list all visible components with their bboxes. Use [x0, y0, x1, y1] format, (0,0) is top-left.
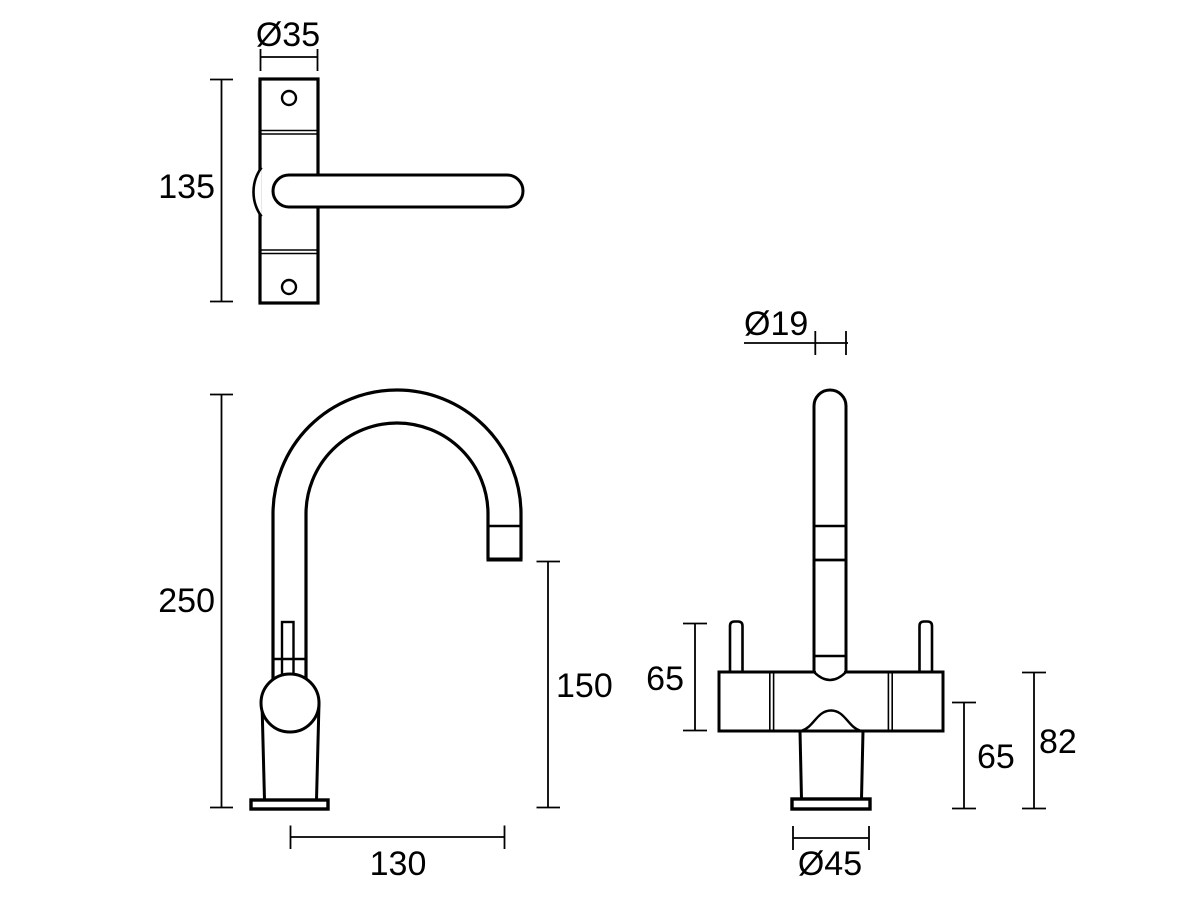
spout-column-outline — [812, 388, 848, 672]
mixer-lever — [280, 620, 295, 678]
dim-label-height-82: 82 — [1039, 723, 1077, 761]
left-side-handle — [728, 620, 744, 672]
right-side-handle — [918, 620, 934, 672]
dim-spout-reach: 130 — [289, 825, 506, 883]
screw-hole — [280, 89, 298, 107]
dim-total-height: 250 — [158, 393, 233, 809]
body-top-edge-gap — [816, 668, 844, 677]
dim-label-diameter-45: Ø45 — [798, 845, 862, 883]
dim-label-diameter-35: Ø35 — [256, 16, 320, 54]
dim-spout-diameter: Ø19 — [744, 305, 848, 355]
handle-top-view: Ø35 135 — [158, 16, 525, 305]
dim-label-reach-130: 130 — [370, 845, 427, 883]
base-flange — [790, 797, 872, 811]
mixer-body — [717, 670, 945, 733]
dim-label-length-135: 135 — [158, 168, 215, 206]
dim-base-diameter: Ø45 — [792, 826, 870, 883]
dim-handle-diameter: Ø35 — [256, 16, 320, 71]
dim-handle-height: 65 — [646, 622, 707, 732]
dim-outlet-height: 150 — [536, 560, 613, 809]
base-flange — [249, 798, 330, 811]
front-view: Ø19 65 65 82 — [646, 305, 1077, 883]
dim-label-height-150: 150 — [556, 667, 613, 705]
side-view: 250 150 130 — [158, 388, 613, 883]
spout-inner-curve — [304, 421, 490, 680]
dim-label-diameter-19: Ø19 — [744, 305, 808, 343]
lever-hub-arc — [252, 166, 263, 218]
drawing-root: Ø35 135 250 — [158, 16, 1077, 883]
dim-label-height-65-right: 65 — [977, 738, 1015, 776]
dim-label-height-250: 250 — [158, 582, 215, 620]
dim-body-height: 65 — [952, 701, 1015, 810]
lever-handle — [271, 173, 525, 209]
spout-outer-curve — [271, 388, 523, 680]
screw-hole — [280, 278, 298, 296]
dim-label-height-65-left: 65 — [646, 660, 684, 698]
dim-overall-body-height: 82 — [1022, 671, 1077, 810]
spout-column-fill — [814, 390, 846, 671]
base-column-right — [860, 730, 865, 800]
base-shoulder-curve — [801, 709, 861, 732]
cartridge-ball-joint — [259, 672, 321, 734]
base-column-left — [798, 730, 803, 800]
dim-handle-length: 135 — [158, 78, 233, 303]
spout-root-curve — [813, 671, 847, 682]
